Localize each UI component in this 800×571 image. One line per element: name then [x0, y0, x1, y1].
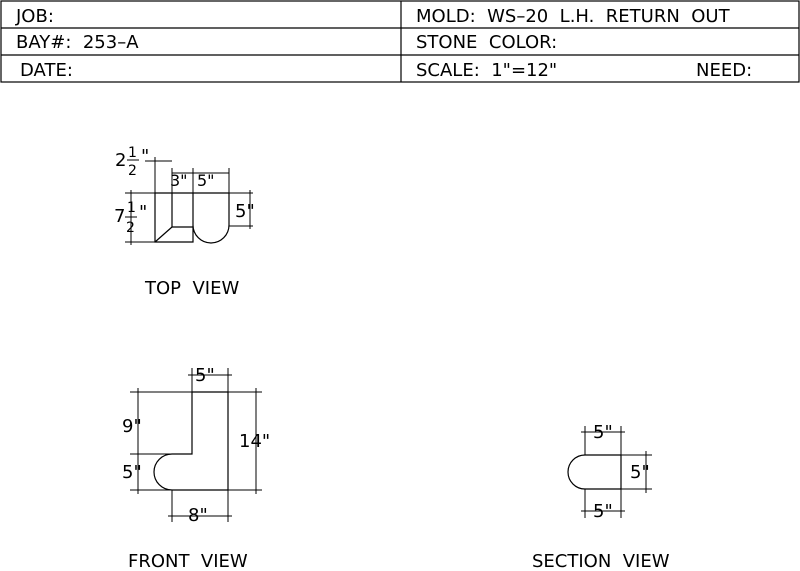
- dim-front-bottom: 8": [188, 505, 208, 526]
- dim-front-lower-left: 5": [122, 462, 142, 483]
- dim-top-middle: 3": [170, 171, 188, 190]
- dim-top-left-unit: ": [141, 146, 149, 167]
- dim-top-left-numerator: 1: [128, 145, 137, 161]
- top-view-edge: [154, 226, 173, 243]
- dim-top-height-numerator: 1: [127, 200, 136, 216]
- top-view-label: TOP VIEW: [144, 278, 239, 299]
- dim-section-right: 5": [630, 462, 650, 483]
- job-field: JOB:: [15, 6, 54, 27]
- dim-front-top: 5": [195, 365, 215, 386]
- top-view-outline: [154, 192, 230, 244]
- section-view-label: SECTION VIEW: [532, 551, 670, 571]
- front-view-label: FRONT VIEW: [128, 551, 248, 571]
- dim-section-bottom: 5": [593, 501, 613, 522]
- dim-section-top: 5": [593, 422, 613, 443]
- mold-field: MOLD: WS–20 L.H. RETURN OUT: [416, 6, 731, 27]
- dim-top-left-whole: 2: [115, 150, 126, 171]
- dim-top-height-whole: 7: [114, 206, 125, 227]
- title-block-border: [0, 0, 800, 83]
- scale-field: SCALE: 1"=12": [416, 60, 557, 81]
- dim-top-right: 5": [197, 171, 215, 190]
- dim-front-height: 14": [239, 431, 270, 452]
- dim-top-height-denominator: 2: [126, 220, 135, 236]
- dim-top-depth: 5": [235, 201, 255, 222]
- section-view-outline: [567, 454, 622, 490]
- section-view: 5" 5" 5" SECTION VIEW: [532, 422, 670, 571]
- front-view: 5" 9" 5" 14" 8" FRONT VIEW: [122, 365, 270, 571]
- dim-top-height-unit: ": [139, 202, 147, 223]
- dim-top-left-denominator: 2: [128, 163, 137, 179]
- need-field: NEED:: [696, 60, 752, 81]
- dim-front-upper-left: 9": [122, 416, 142, 437]
- date-field: DATE:: [20, 60, 73, 81]
- stone-color-field: STONE COLOR:: [416, 32, 557, 53]
- front-view-outline: [153, 391, 229, 491]
- title-block: JOB: MOLD: WS–20 L.H. RETURN OUT BAY#: 2…: [0, 0, 800, 83]
- top-view: 2 1 2 " 3" 5" 5" 7 1 2 " TOP VIEW: [114, 145, 255, 299]
- bay-field: BAY#: 253–A: [16, 32, 139, 53]
